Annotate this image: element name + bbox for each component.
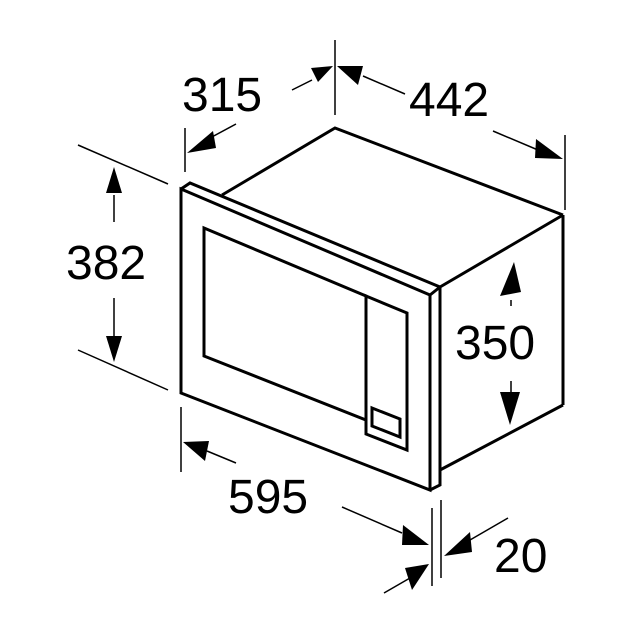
arrow-442-left <box>337 66 363 85</box>
dimension-label-front-height: 382 <box>66 237 147 290</box>
arrow-350-up <box>500 262 521 296</box>
extension-lines <box>77 40 566 586</box>
arrow-315-left <box>187 131 216 153</box>
dimension-label-body-height: 350 <box>455 317 536 370</box>
dimension-label-body-width: 442 <box>409 74 490 127</box>
dimension-label-front-width: 595 <box>228 471 309 524</box>
dimension-leaders <box>113 75 539 594</box>
dimension-label-depth: 315 <box>182 69 263 122</box>
arrow-382-down <box>106 336 122 362</box>
arrow-20-left <box>405 564 429 590</box>
arrow-442-right <box>535 139 563 159</box>
arrowheads <box>106 66 563 590</box>
dimension-label-front-thickness: 20 <box>494 530 548 583</box>
arrow-315-right <box>311 66 333 82</box>
arrow-382-up <box>106 167 122 193</box>
arrow-20-right <box>444 532 472 556</box>
arrow-350-down <box>500 392 520 425</box>
arrow-595-left <box>183 441 209 461</box>
body-box <box>221 126 565 472</box>
front-frame <box>179 181 442 493</box>
arrow-595-right <box>402 525 429 545</box>
